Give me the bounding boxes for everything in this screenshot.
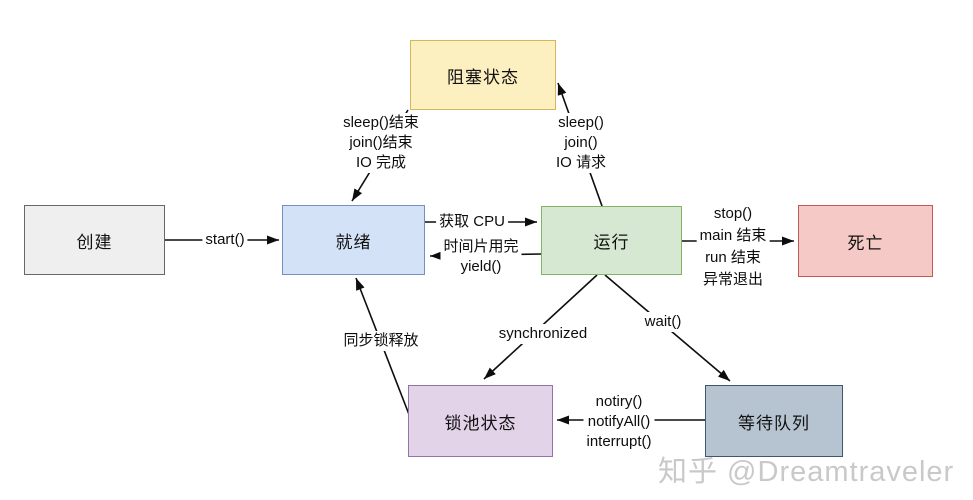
label-line: IO 请求	[555, 154, 607, 171]
label-lock-release: 同步锁释放	[340, 331, 422, 351]
label-timeslice-yield: 时间片用完 yield()	[440, 237, 522, 277]
node-wait-queue: 等待队列	[705, 385, 843, 457]
label-line: IO 完成	[355, 154, 407, 171]
label-blocked-to-ready: sleep()结束 join()结束 IO 完成	[340, 113, 422, 173]
label-line: main 结束	[699, 227, 767, 244]
node-running: 运行	[541, 206, 682, 275]
label-line: 异常退出	[702, 271, 763, 288]
label-line: sleep()	[558, 114, 604, 131]
label-line: stop()	[713, 205, 753, 222]
label-line: sleep()结束	[343, 114, 419, 131]
label-running-to-dead: stop() main 结束 run 结束 异常退出	[696, 203, 770, 291]
label-wait: wait()	[641, 312, 685, 332]
node-lock-pool: 锁池状态	[408, 385, 553, 457]
node-dead: 死亡	[798, 205, 933, 277]
label-line: interrupt()	[586, 433, 652, 450]
label-line: 时间片用完	[443, 238, 519, 255]
node-blocked-state: 阻塞状态	[410, 40, 556, 110]
label-line: run 结束	[705, 249, 761, 266]
label-running-to-blocked: sleep() join() IO 请求	[552, 113, 610, 173]
label-acquire-cpu: 获取 CPU	[436, 212, 508, 232]
label-line: notiry()	[595, 393, 643, 410]
label-notify: notiry() notifyAll() interrupt()	[583, 392, 655, 452]
node-ready: 就绪	[282, 205, 425, 275]
label-line: yield()	[460, 258, 502, 275]
watermark: 知乎 @Dreamtraveler	[658, 456, 955, 488]
node-created: 创建	[24, 205, 165, 275]
label-line: join()结束	[349, 134, 413, 151]
label-line: join()	[564, 134, 598, 151]
label-synchronized: synchronized	[495, 324, 591, 344]
label-start: start()	[202, 230, 248, 250]
label-line: notifyAll()	[587, 413, 651, 430]
